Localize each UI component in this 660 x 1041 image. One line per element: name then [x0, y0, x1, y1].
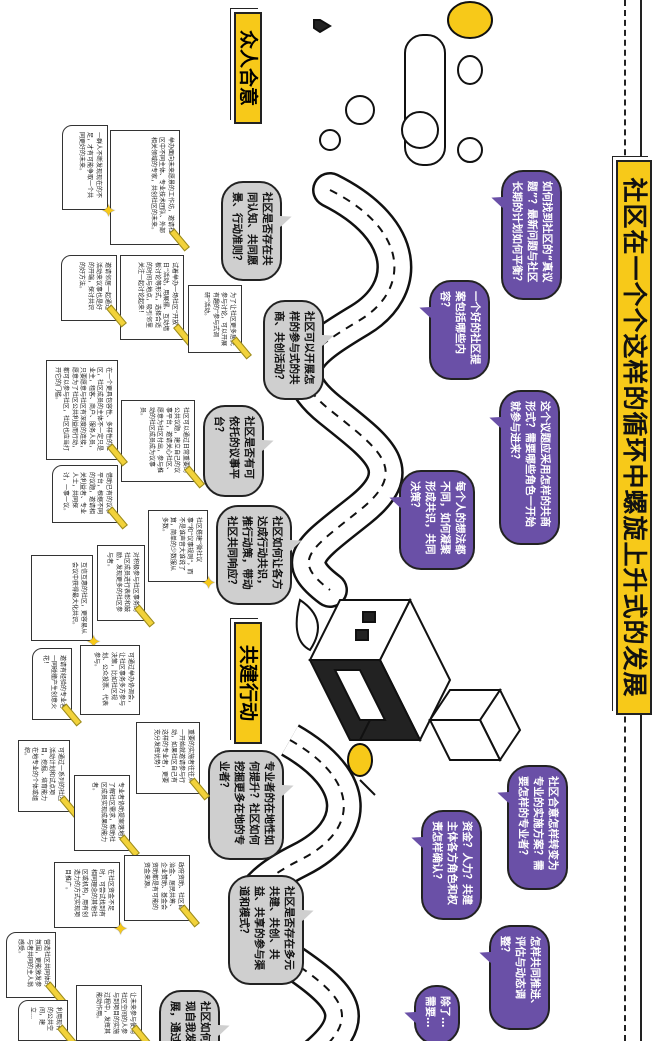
tip-text: 在社区资金不足时，可尝试找到有相同理念的其他社区或机构，用有创造力的方式实现项目… [64, 869, 115, 918]
tip-text: 重要的实施者往往从一开始就邀请参与行动，如果社区自己有这样的专业者，更要充分发挥… [153, 729, 194, 784]
tip-text: 专业者协助提案落地，了解社区需求，帮助社区成员实现成果的能力者。 [91, 782, 125, 843]
question-bubble-gray: 社区如何让各方达成行动共识，推行动策，带动社区共同响应？ [216, 505, 292, 605]
tip-note: 可通过举办协调会，让社区事务多方参与决策，比如社区规划、公众投票、代表参与。 [80, 645, 140, 715]
tip-note: 试着举办一场社区“开放日”活动，用展摆、互动墙板讨论等形式，选择合适的时间与地点… [120, 255, 194, 347]
tip-text: 为了让社区更多居民参与讨论，可以开展有趣的“参与式调研”活动。 [203, 292, 237, 347]
question-bubble-gray: 社区是否存在多元共建、共创、共益、共享的参与渠道和模式？ [228, 875, 304, 985]
tip-note: ✦互信互惠的社区，更容易从会议中获得最大化共识。 [31, 555, 103, 649]
tip-text: 借助已有的议事平台，根据不同的议题，邀请相关利益者、专业人士，共同探讨，一事一议… [62, 472, 113, 515]
question-bubble: 一个好的社区提案包括哪些内容？ [429, 280, 490, 380]
tip-note: 专业者协助提案落地，了解社区需求，帮助社区成员实现成果的能力者。 [74, 775, 140, 858]
tip-note: 重要的实施者往往从一开始就邀请参与行动，如果社区自己有这样的专业者，更要充分发挥… [136, 722, 210, 801]
tip-note: 对积极参与社区事务的社区成员进行表彰和鼓励，发现更多的社区参与者。 [97, 545, 155, 628]
question-bubble-gray: 社区是否有可依托的议事平台？ [203, 405, 264, 497]
tip-text: 邀请邻居一起通过活动来议事也是好的开端，探讨共识的好方法。 [78, 262, 112, 311]
tip-note: 利用现有的公共空间，建立… [18, 1000, 78, 1041]
tip-text: 营造社区共同体的氛围，更能激发参与者共同的主人翁感受。 [17, 939, 51, 988]
tip-note: ✦ 一群人不断发现现在的不足，才有可能争取一个共同更好的未来。 [62, 125, 118, 218]
tip-note: 举办面向未来愿景的工作坊，邀请社区中不同主体、专业技术团队、外部相关领域的专家，… [110, 130, 190, 252]
question-bubble: 每个人的想法都不同，如何凝聚形成共识，共同决策？ [399, 470, 475, 570]
question-bubble-gray: 专业者的在地性如何提升？社区如何挖掘更多在地的专业者？ [208, 750, 284, 860]
star-icon: ✦ [109, 920, 130, 936]
star-icon: ✦ [197, 574, 218, 590]
tip-text: 让未来参与使用社区空间的人参与到项目的实施过程中，发挥其能动作用。 [95, 992, 136, 1035]
tip-text: 可通过举办协调会，让社区事务多方参与决策，比如社区规划、公众投票、代表参与。 [93, 652, 134, 707]
tip-text: 试着举办一场社区“开放日”活动，用展摆、互动墙板讨论等形式，选择合适的时间与地点… [137, 262, 178, 332]
question-bubble: 除了…需要… [414, 985, 460, 1041]
tip-text: 一群人不断发现现在的不足，才有可能争取一个共同更好的未来。 [78, 132, 102, 199]
question-bubble: 如何找到社区的“真议题”？最新问题与社区长期的计划如何平衡？ [501, 170, 562, 300]
tip-text: 社区搭建“微社议事”和“议事规则”，而不是谁声音大谁说了算，简单的少数服从多数。 [161, 517, 202, 575]
tip-text: 互信互惠的社区，更容易从会议中获得最大化共识。 [71, 562, 88, 635]
star-icon: ✦ [97, 202, 118, 218]
tip-note: 为了让社区更多居民参与讨论，可以开展有趣的“参与式调研”活动。 [188, 285, 252, 360]
tip-text: 邀请有经验的专业者一同碰撞产生创意火花！ [42, 655, 66, 710]
tip-text: 政府资助、社区自治金、居民共筹、企业赞助、基金会资助都是有可能的资金来源。 [143, 862, 184, 911]
question-bubble-gray: 社区是否存在共同认知、共同愿景、行动准则？ [221, 181, 282, 281]
building-illustration [295, 597, 522, 762]
section-label-consensus: 众人合意 [234, 12, 262, 124]
tip-note: 借助已有的议事平台，根据不同的议题，邀请相关利益者、专业人士，共同探讨，一事一议… [52, 465, 128, 530]
question-bubble-gray: 社区可以开展怎样的参与式的共商、共创活动？ [263, 300, 324, 400]
page-title: 社区在一个个这样的循环中螺旋上升式的发展 [616, 160, 652, 715]
tip-note: 邀请邻居一起通过活动来议事也是好的开端，探讨共识的好方法。 [61, 255, 127, 328]
question-bubble: 资金？人力？共建主体各方角色和权责怎样确认？ [421, 810, 482, 920]
tip-note: ✦ 在社区资金不足时，可尝试找到有相同理念的其他社区或机构，用有创造力的方式实现项… [54, 862, 130, 936]
tip-note: 在一个更具包容性、多样性的社区，社区成员的主体不一定只是业主，租客、商户、服务人… [46, 360, 128, 467]
section-label-co-build: 共建行动 [234, 622, 262, 744]
tip-text: 在一个更具包容性、多样性的社区，社区成员的主体不一定只是业主，租客、商户、服务人… [54, 367, 112, 452]
question-bubble: 社区合意怎样转变为专业的实施方案？需要怎样的专业者？ [507, 765, 568, 890]
tip-note: 政府资助、社区自治金、居民共筹、企业赞助、基金会资助都是有可能的资金来源。 [124, 855, 200, 928]
tip-text: 对积极参与社区事务的社区成员进行表彰和鼓励，发现更多的社区参与者。 [106, 552, 140, 613]
tip-text: 可通过一系列的社区活动计划和试点项目，挖掘、培育能力在地专业的个体或组织。 [23, 747, 64, 802]
tip-note: 邀请有经验的专业者一同碰撞产生创意火花！ [32, 648, 82, 727]
question-bubble: 这个议题应采用怎样的共商形式？需要哪些角色一开始就参与进来？ [499, 390, 560, 545]
tip-text: 社区可以通过日常重要的公共议题，建立自己的议事平台，邀请关心社区、愿意为社区付出… [139, 407, 190, 474]
tip-note: 社区可以通过日常重要的公共议题，建立自己的议事平台，邀请关心社区、愿意为社区付出… [121, 400, 205, 489]
people-illustration [313, 1, 493, 796]
question-bubble-gray: 社区如何实现自我发展，通过… [159, 990, 220, 1041]
tip-note: 营造社区共同体的氛围，更能激发参与者共同的主人翁感受。 [6, 932, 66, 1005]
tip-note: 让未来参与使用社区空间的人参与到项目的实施过程中，发挥其能动作用。 [76, 985, 152, 1041]
question-bubble: 怎样共同推进、评估与动态调整？ [489, 925, 550, 1030]
tip-note: 可通过一系列的社区活动计划和试点项目，挖掘、培育能力在地专业的个体或组织。 [18, 740, 80, 819]
tip-note: ✦社区搭建“微社议事”和“议事规则”，而不是谁声音大谁说了算，简单的少数服从多数… [148, 510, 218, 590]
tip-text: 举办面向未来愿景的工作坊，邀请社区中不同主体、专业技术团队、外部相关领域的专家，… [150, 137, 174, 234]
